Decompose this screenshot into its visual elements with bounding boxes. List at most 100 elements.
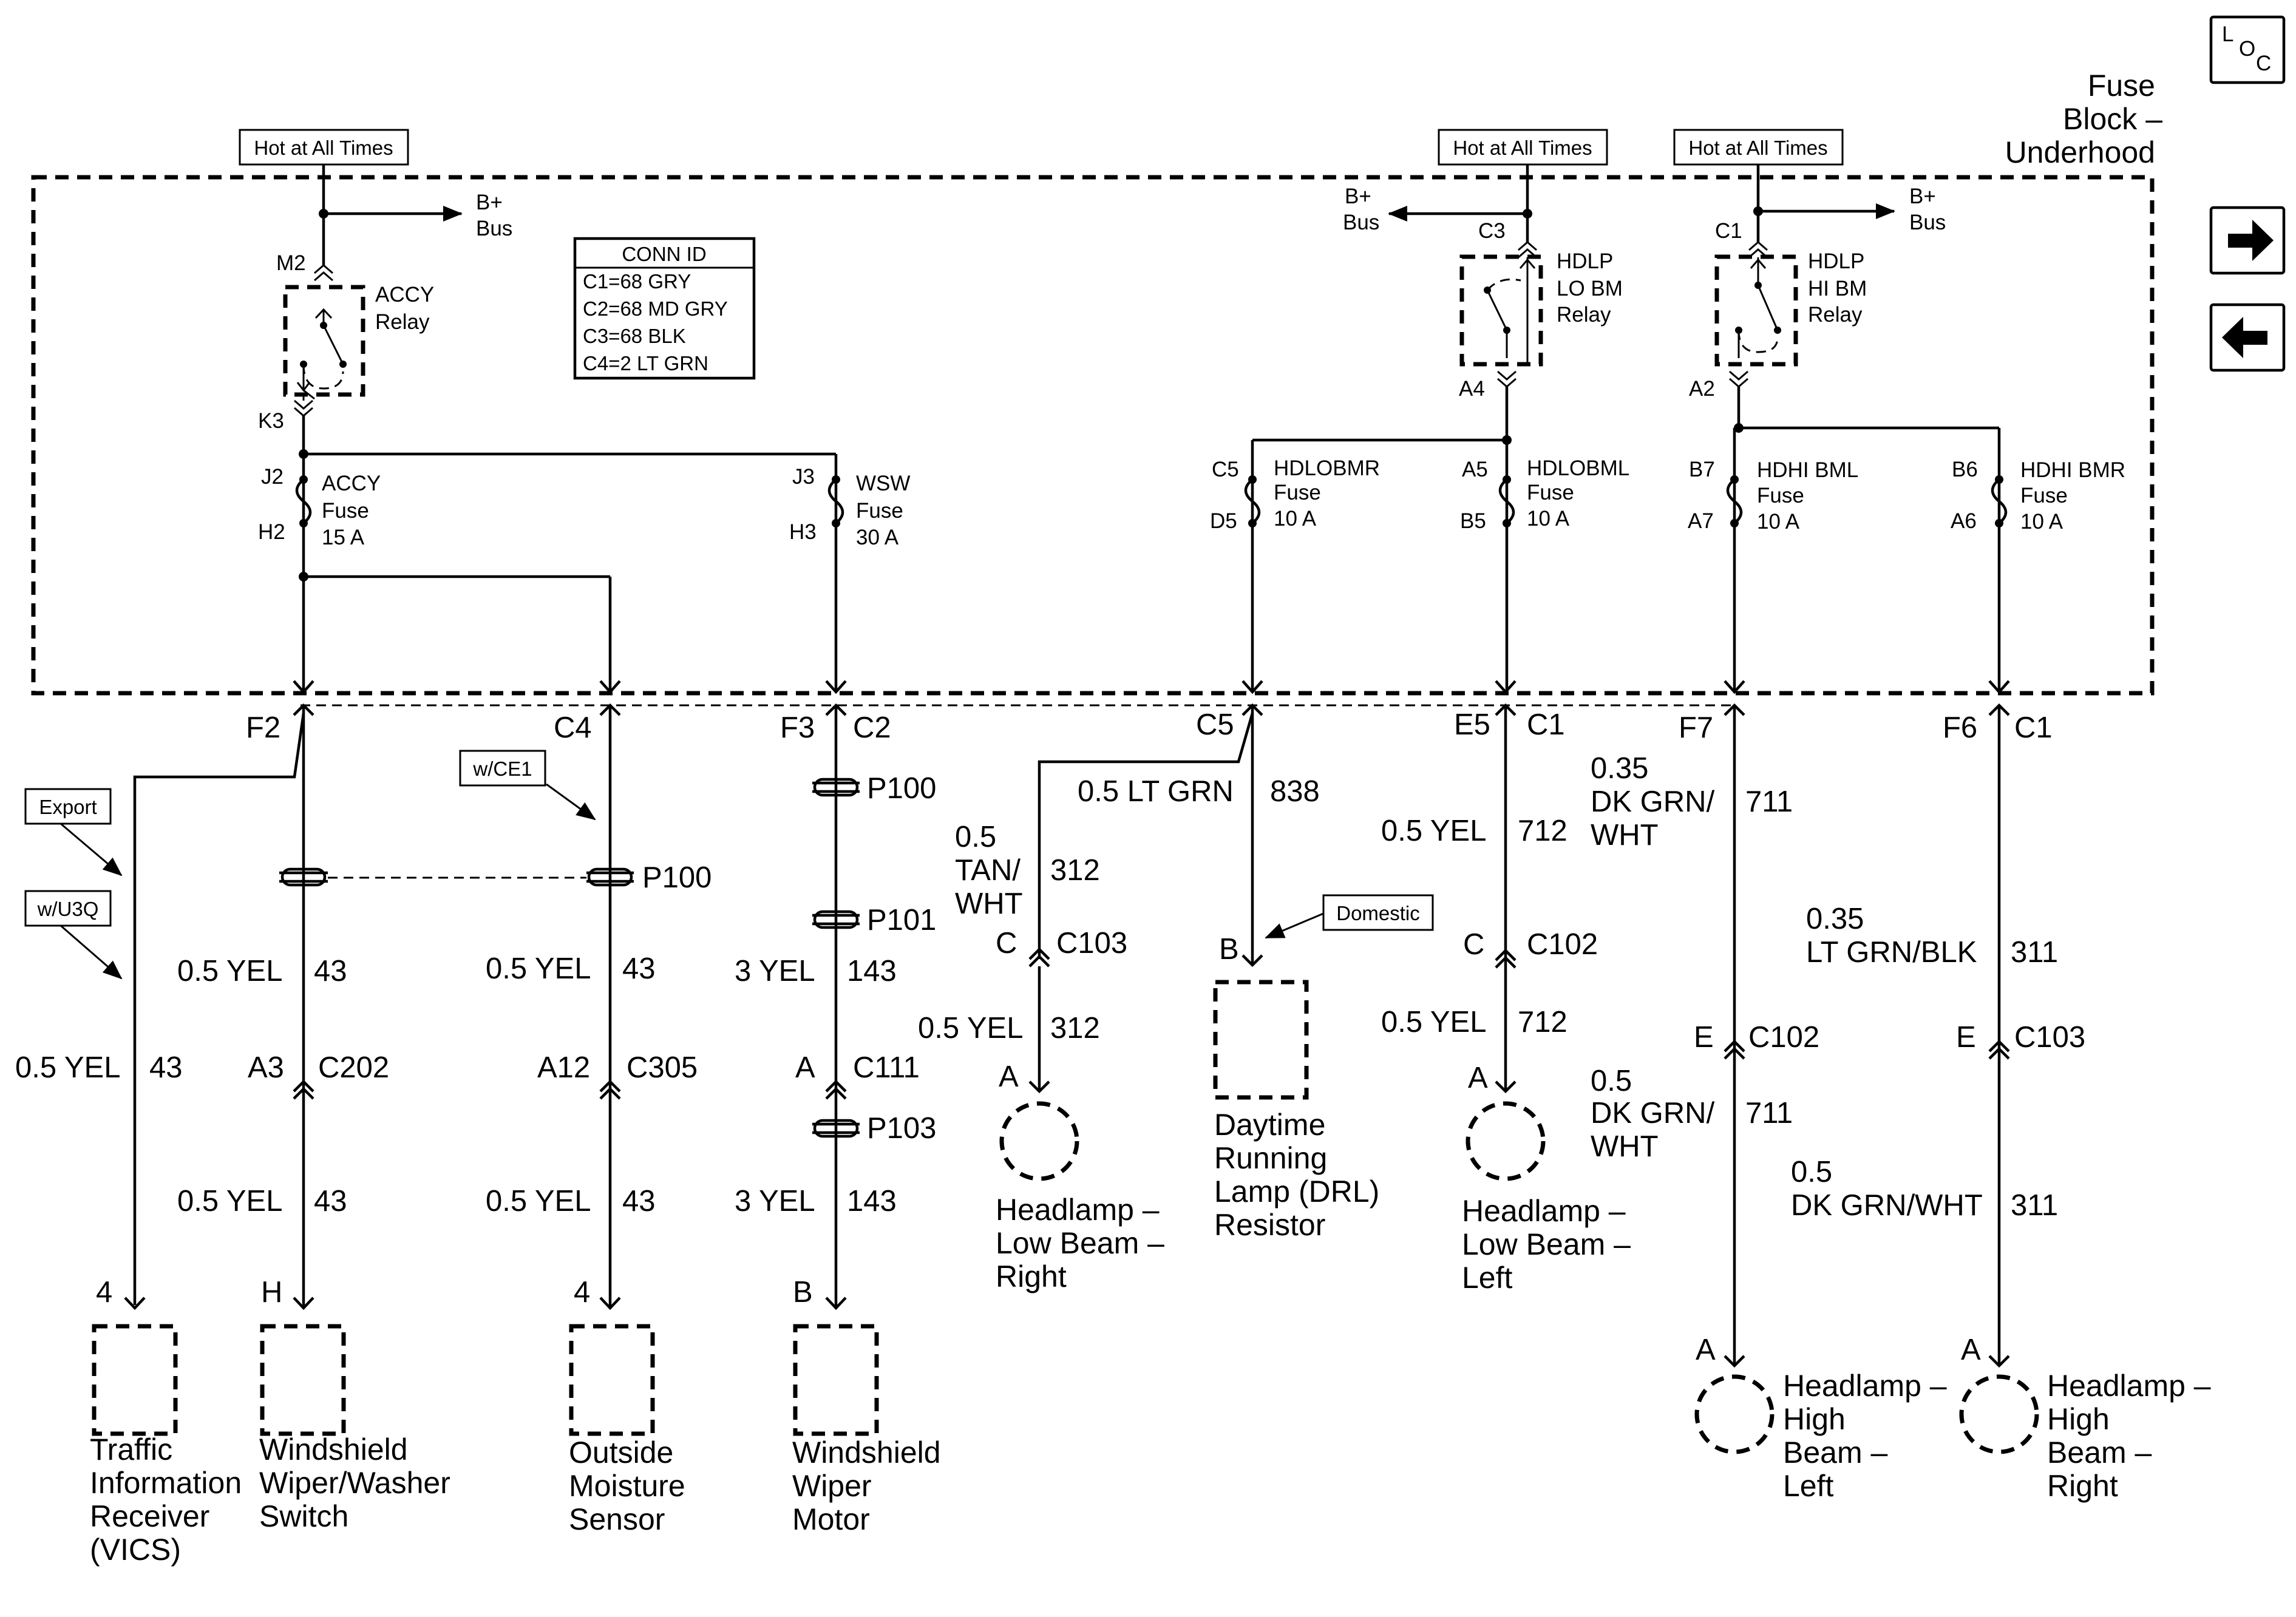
accy-relay <box>283 285 365 397</box>
wire-tir-size: 0.5 YEL <box>15 1051 120 1084</box>
wire-hlr-bot-num: 312 <box>1050 1012 1100 1045</box>
svg-text:Bus: Bus <box>476 217 512 240</box>
wire-hhl-top-l2: DK GRN/ <box>1591 785 1715 818</box>
svg-text:10 A: 10 A <box>1757 510 1800 534</box>
hot-label-3: Hot at All Times <box>1673 129 1844 166</box>
hdhi-bmr-fuse: B6 A6 HDHI BMR Fuse 10 A <box>1951 458 2125 534</box>
c103a-name: C103 <box>1056 927 1127 960</box>
svg-text:High: High <box>2047 1402 2110 1436</box>
c305-pin: A12 <box>537 1051 590 1084</box>
wire-oms-bot-num: 43 <box>622 1185 656 1218</box>
headlamp-low-left-symbol <box>1466 1101 1546 1181</box>
wire-hll-top-size: 0.5 YEL <box>1381 815 1486 847</box>
svg-text:Beam –: Beam – <box>1783 1436 1888 1470</box>
svg-text:F6: F6 <box>1943 711 1977 744</box>
svg-text:Fuse: Fuse <box>1274 481 1321 504</box>
splice-p101 <box>812 910 860 929</box>
accy-fuse: J2 H2 ACCY Fuse 15 A <box>258 465 381 549</box>
svg-text:A7: A7 <box>1688 509 1714 533</box>
svg-text:4: 4 <box>96 1276 112 1309</box>
fuse-block-boundary <box>31 175 2155 696</box>
svg-text:HDHI BML: HDHI BML <box>1757 458 1858 482</box>
wire-hll-top-num: 712 <box>1518 815 1567 847</box>
wire-wws-top-num: 43 <box>314 955 347 988</box>
svg-text:Left: Left <box>1783 1469 1834 1503</box>
block-pin-arrows <box>293 680 2010 716</box>
wire-hhl-top-num: 711 <box>1745 785 1793 818</box>
svg-text:E5: E5 <box>1454 708 1490 741</box>
arrow-left-icon <box>2222 317 2267 358</box>
wire-oms-bot-size: 0.5 YEL <box>486 1185 591 1218</box>
c103b-name: C103 <box>2014 1021 2085 1054</box>
svg-text:Hot at All Times: Hot at All Times <box>1688 137 1827 159</box>
wire-hhl-top-l3: WHT <box>1591 819 1659 852</box>
hdlobmr-fuse: C5 D5 HDLOBMR Fuse 10 A <box>1210 456 1380 533</box>
svg-text:F7: F7 <box>1679 711 1713 744</box>
svg-text:Headlamp –: Headlamp – <box>1462 1194 1626 1228</box>
forward-button[interactable] <box>2209 206 2286 275</box>
loc-c: C <box>2256 52 2271 75</box>
component-windshield-wiper-motor: B Windshield Wiper Motor <box>792 1276 941 1536</box>
wire-hlr-top-l2: TAN/ <box>955 854 1021 887</box>
fuse-block-title-2: Block – <box>2063 102 2162 136</box>
e5-circuit <box>1466 705 1546 1181</box>
svg-text:B5: B5 <box>1460 509 1486 533</box>
svg-text:C4=2 LT GRN: C4=2 LT GRN <box>583 352 708 375</box>
headlamp-high-right-symbol <box>1959 1374 2039 1454</box>
component-headlamp-low-right: Headlamp – Low Beam – Right <box>996 1193 1164 1293</box>
component-traffic-info-receiver: 4 Traffic Information Receiver (VICS) <box>90 1276 242 1567</box>
svg-text:Bus: Bus <box>1909 211 1946 234</box>
svg-text:F2: F2 <box>246 711 280 744</box>
hhl-pin: A <box>1696 1334 1716 1366</box>
headlamp-low-right-symbol <box>999 1101 1079 1181</box>
svg-text:HI BM: HI BM <box>1808 277 1867 300</box>
svg-text:Wiper/Washer: Wiper/Washer <box>259 1466 450 1500</box>
hdlp-hi-relay <box>1714 254 1798 367</box>
svg-text:Beam –: Beam – <box>2047 1436 2152 1470</box>
svg-text:J3: J3 <box>792 465 815 489</box>
svg-text:15 A: 15 A <box>322 526 365 549</box>
svg-text:Fuse: Fuse <box>2020 484 2068 507</box>
note-w-u3q: w/U3Q <box>24 890 123 980</box>
wire-hhr-top-num: 311 <box>2011 936 2058 969</box>
svg-text:C1: C1 <box>1715 219 1742 243</box>
svg-text:C3: C3 <box>1478 219 1506 243</box>
c111-name: C111 <box>853 1051 920 1084</box>
svg-text:Export: Export <box>39 796 97 818</box>
svg-text:w/CE1: w/CE1 <box>472 758 532 780</box>
note-w-ce1: w/CE1 <box>459 750 596 821</box>
svg-text:C4: C4 <box>554 711 592 744</box>
hdlp-lo-relay <box>1459 254 1543 367</box>
svg-text:Lamp (DRL): Lamp (DRL) <box>1214 1175 1379 1209</box>
wire-drl-num: 838 <box>1270 775 1320 808</box>
conn-id-table: CONN ID C1=68 GRY C2=68 MD GRY C3=68 BLK… <box>573 237 756 380</box>
svg-text:10 A: 10 A <box>1274 507 1317 531</box>
c102a-pin: C <box>1463 928 1484 961</box>
svg-text:Windshield: Windshield <box>792 1436 941 1470</box>
svg-text:B6: B6 <box>1952 458 1978 481</box>
svg-text:C2=68 MD GRY: C2=68 MD GRY <box>583 297 728 320</box>
c4-circuit <box>586 705 634 1310</box>
svg-text:ACCY: ACCY <box>322 472 381 495</box>
svg-text:Daytime: Daytime <box>1214 1108 1325 1142</box>
svg-text:A5: A5 <box>1462 458 1488 481</box>
svg-text:High: High <box>1783 1402 1846 1436</box>
svg-text:Right: Right <box>996 1259 1067 1293</box>
wire-hlr-top-l3: WHT <box>955 887 1023 920</box>
hdlobml-fuse: A5 B5 HDLOBML Fuse 10 A <box>1460 456 1629 533</box>
svg-text:LO BM: LO BM <box>1557 277 1623 300</box>
c305-name: C305 <box>627 1051 698 1084</box>
splice-p103-label: P103 <box>867 1112 936 1145</box>
back-button[interactable] <box>2209 303 2286 372</box>
svg-text:C1: C1 <box>2014 711 2053 744</box>
svg-text:Fuse: Fuse <box>856 499 903 523</box>
wire-drl-size: 0.5 LT GRN <box>1078 775 1234 808</box>
wire-wws-bot-size: 0.5 YEL <box>177 1185 282 1218</box>
svg-text:Fuse: Fuse <box>322 499 369 523</box>
loc-button[interactable]: L O C <box>2209 15 2286 84</box>
arrow-right-icon <box>2228 220 2274 261</box>
component-headlamp-high-right: Headlamp – High Beam – Right <box>2047 1369 2211 1503</box>
svg-text:Switch: Switch <box>259 1499 348 1533</box>
splice-p100a <box>279 867 328 887</box>
wire-hhl-bot-l3: WHT <box>1591 1130 1659 1163</box>
